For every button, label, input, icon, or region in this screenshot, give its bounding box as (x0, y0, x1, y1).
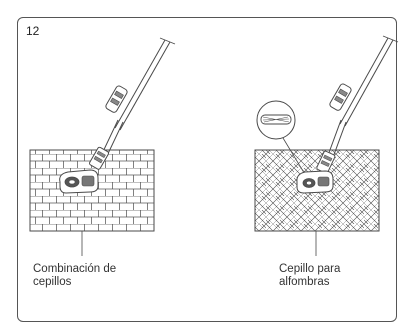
brush-roller-magnifier (256, 100, 307, 177)
caption-left-line2: cepillos (33, 276, 72, 288)
left-vacuum-wand (89, 37, 176, 170)
caption-right-line1: Cepillo para (279, 263, 341, 275)
caption-carpet-brush: Cepillo para alfombras (279, 263, 340, 289)
left-brush-head (59, 169, 99, 194)
step-number: 12 (26, 24, 40, 38)
right-vacuum-wand (316, 35, 399, 174)
caption-left-line1: Combinación de (33, 263, 117, 275)
caption-right-line2: alfombras (279, 276, 330, 288)
caption-brush-combination: Combinación de cepillos (33, 263, 116, 289)
instruction-frame (17, 17, 397, 322)
right-brush-head (296, 170, 334, 194)
